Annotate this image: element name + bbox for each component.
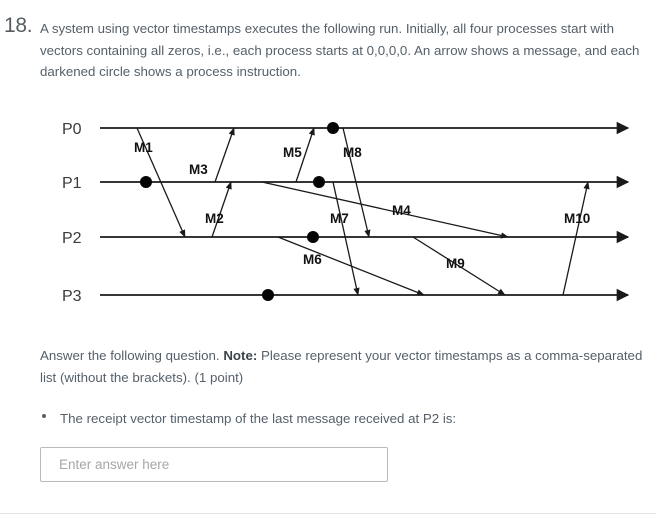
message-arrow-m6 xyxy=(277,236,425,296)
message-label-m4: M4 xyxy=(392,203,411,218)
instruction-dot-p1-a xyxy=(140,176,152,188)
bullet-icon xyxy=(42,414,46,418)
message-label-m9: M9 xyxy=(446,256,465,271)
process-label-p3: P3 xyxy=(62,288,82,305)
message-arrow-m9 xyxy=(412,236,506,296)
process-label-p1: P1 xyxy=(62,175,82,192)
question-text: A system using vector timestamps execute… xyxy=(40,21,640,79)
message-label-m6: M6 xyxy=(303,252,322,267)
message-label-m7: M7 xyxy=(330,211,349,226)
message-arrow-m8 xyxy=(342,127,371,238)
message-arrow-m7 xyxy=(332,181,360,296)
instruction-dot-p1-b xyxy=(313,176,325,188)
instruction-dot-p2-a xyxy=(307,231,319,243)
instruction-dot-p3-a xyxy=(262,289,274,301)
message-label-m10: M10 xyxy=(564,211,590,226)
vector-timestamp-diagram: P0 P1 P2 P3 xyxy=(0,108,656,318)
question-number: 18. xyxy=(4,14,33,37)
instruction-dot-p0-a xyxy=(327,122,339,134)
bottom-divider xyxy=(0,513,656,514)
answer-instructions-note: Note: xyxy=(223,348,258,363)
sub-question-text: The receipt vector timestamp of the last… xyxy=(60,411,457,426)
message-label-m8: M8 xyxy=(343,145,362,160)
process-label-p2: P2 xyxy=(62,230,82,247)
message-label-m5: M5 xyxy=(283,145,302,160)
message-arrow-m10 xyxy=(562,181,590,296)
answer-instructions: Answer the following question. Note: Ple… xyxy=(40,345,652,388)
diagram-svg: P0 P1 P2 P3 xyxy=(62,121,630,305)
message-arrow-m1 xyxy=(136,127,186,238)
message-arrow-m3 xyxy=(214,127,235,183)
message-arrow-m5 xyxy=(295,127,315,183)
message-arrow-m2 xyxy=(211,181,232,238)
message-label-m3: M3 xyxy=(189,162,208,177)
list-item: The receipt vector timestamp of the last… xyxy=(40,409,640,429)
process-label-p0: P0 xyxy=(62,121,82,138)
message-arrow-m4 xyxy=(261,181,509,239)
answer-input[interactable] xyxy=(40,447,388,482)
message-label-m2: M2 xyxy=(205,211,224,226)
answer-instructions-rest: Please represent your vector timestamps … xyxy=(40,348,643,385)
answer-instructions-prefix: Answer the following question. xyxy=(40,348,224,363)
message-label-m1: M1 xyxy=(134,140,153,155)
